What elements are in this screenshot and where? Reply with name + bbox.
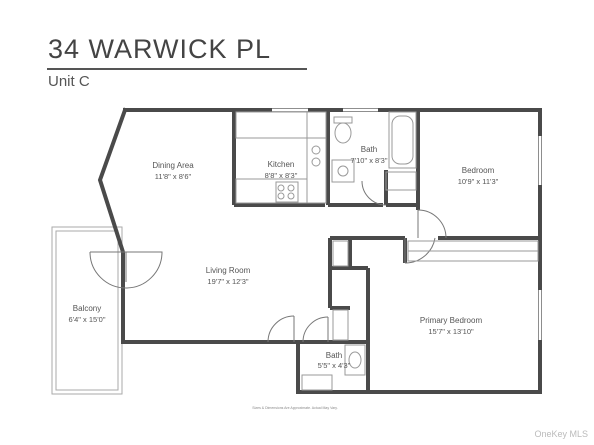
balcony-label: Balcony: [73, 304, 101, 313]
bath-top-dims: 7'10" x 8'3": [351, 156, 388, 165]
living-room-label: Living Room: [206, 266, 251, 275]
kitchen-dims: 8'8" x 8'3": [265, 171, 298, 180]
living-room-dims: 19'7" x 12'3": [207, 277, 248, 286]
interior-walls: [232, 110, 540, 392]
doors: [89, 180, 447, 343]
balcony-dims: 6'4" x 15'0": [69, 315, 106, 324]
dining-area-label: Dining Area: [152, 161, 194, 170]
bath-bottom-dims: 5'5" x 4'3": [318, 361, 351, 370]
dimensions-disclaimer: Sizes & Dimensions Are Approximate. Actu…: [252, 406, 337, 410]
bedroom-label: Bedroom: [462, 166, 495, 175]
primary-bedroom-dims: 15'7" x 13'10": [428, 327, 474, 336]
window-frames: [272, 108, 542, 340]
mls-watermark: OneKey MLS: [534, 429, 588, 439]
bath-bottom-fixtures: [301, 344, 366, 391]
closets: [332, 240, 539, 341]
windows: [272, 108, 542, 340]
primary-bedroom-label: Primary Bedroom: [420, 316, 483, 325]
bath-top-fixtures: [331, 111, 417, 191]
kitchen-counters: [235, 111, 327, 204]
exterior-walls: [97, 107, 542, 394]
kitchen-label: Kitchen: [268, 160, 295, 169]
listing-address: 34 WARWICK PL: [48, 34, 272, 64]
unit-label: Unit C: [48, 73, 90, 90]
title-underline: [47, 68, 307, 70]
dining-area-dims: 11'8" x 8'6": [155, 172, 192, 181]
bath-top-label: Bath: [361, 145, 377, 154]
bath-bottom-label: Bath: [326, 351, 342, 360]
bedroom-dims: 10'9" x 11'3": [458, 177, 499, 186]
